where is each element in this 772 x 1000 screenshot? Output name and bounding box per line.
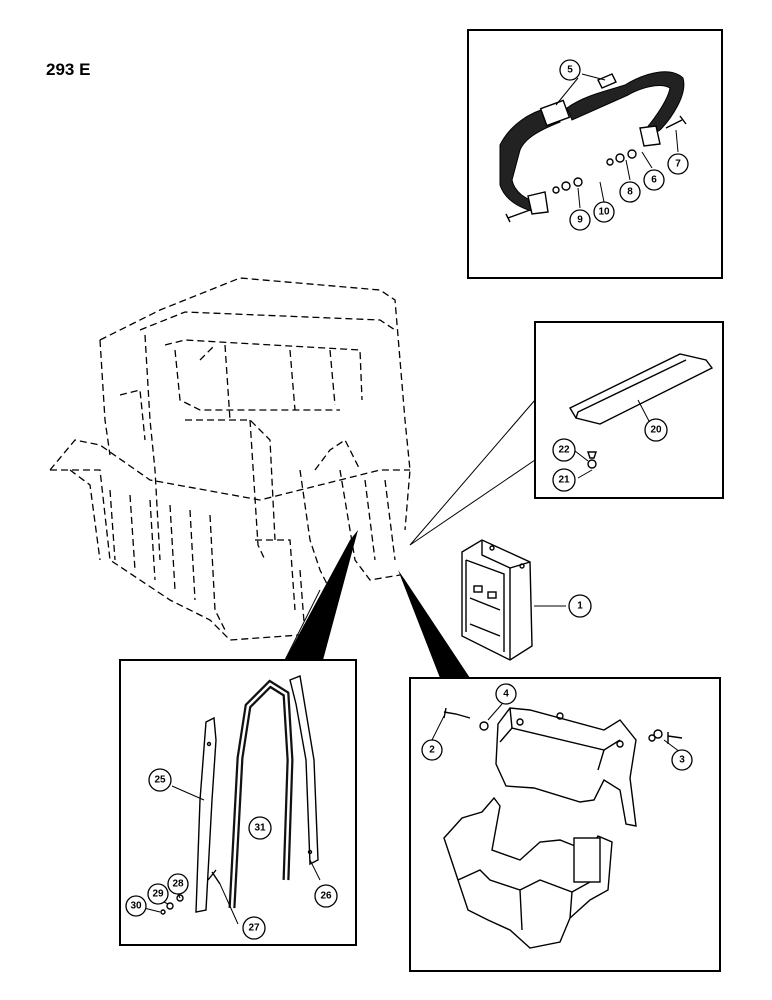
nut-icon	[587, 451, 597, 459]
svg-text:4: 4	[503, 689, 509, 700]
callout-27: 27	[242, 916, 266, 940]
svg-text:29: 29	[152, 889, 164, 900]
svg-text:9: 9	[577, 215, 583, 226]
slot-icon	[487, 591, 497, 599]
svg-text:2: 2	[429, 745, 435, 756]
seat-belt-anchor-plate	[597, 73, 617, 89]
callout-28: 28	[167, 873, 189, 895]
callout-25: 25	[148, 768, 172, 792]
callout-7: 7	[667, 153, 689, 175]
svg-text:25: 25	[154, 775, 166, 786]
svg-text:20: 20	[650, 425, 662, 436]
callout-31: 31	[248, 816, 272, 840]
callout-10: 10	[593, 201, 615, 223]
pointer-wedge-bottom-right	[398, 570, 470, 678]
svg-text:22: 22	[558, 445, 570, 456]
svg-text:26: 26	[320, 891, 332, 902]
svg-text:6: 6	[651, 175, 657, 186]
callout-22: 22	[552, 438, 576, 462]
nut-icon	[166, 902, 174, 910]
svg-text:8: 8	[627, 187, 633, 198]
washer-icon	[176, 894, 184, 902]
frame-block	[573, 837, 601, 883]
nut-icon	[573, 177, 583, 187]
upper-bracket-plate	[495, 707, 637, 827]
svg-text:27: 27	[248, 923, 260, 934]
washer-icon	[552, 186, 560, 194]
washer-icon	[479, 721, 489, 731]
callout-21: 21	[552, 468, 576, 492]
washer-icon	[648, 734, 656, 742]
callout-8: 8	[619, 181, 641, 203]
washer-icon	[160, 909, 166, 915]
svg-text:30: 30	[130, 901, 142, 912]
trim-strip-25	[195, 716, 217, 913]
cab-outline	[49, 277, 411, 641]
callout-26: 26	[314, 884, 338, 908]
seat-belt-bolt-left	[505, 209, 531, 223]
bracket-panel	[409, 677, 721, 972]
callout-3: 3	[671, 749, 693, 771]
svg-text:1: 1	[577, 601, 583, 612]
seat-belt-right-plate	[639, 125, 661, 147]
seat-belt-panel	[467, 29, 723, 279]
svg-text:31: 31	[254, 823, 266, 834]
callout-20: 20	[644, 418, 668, 442]
seat-belt-lower-plate	[527, 191, 549, 215]
callout-6: 6	[643, 169, 665, 191]
callout-1: 1	[568, 594, 592, 618]
page-number: 293 E	[46, 60, 91, 79]
svg-text:10: 10	[598, 207, 610, 218]
screw-icon	[587, 459, 597, 469]
callout-30: 30	[125, 895, 147, 917]
callout-9: 9	[569, 209, 591, 231]
svg-text:3: 3	[679, 755, 685, 766]
nut-icon	[615, 153, 625, 163]
spacer-icon	[627, 149, 637, 159]
seat-belt-bolt-right	[665, 115, 687, 129]
svg-text:5: 5	[567, 65, 573, 76]
screw-icon	[207, 869, 221, 885]
slot-icon	[473, 585, 483, 593]
callout-2: 2	[421, 739, 443, 761]
trim-strip-26	[289, 675, 319, 866]
washer-icon	[561, 181, 571, 191]
seat-belt-buckle	[539, 99, 571, 127]
seat-belt-left-strap	[499, 107, 561, 213]
svg-text:21: 21	[558, 475, 570, 486]
pointer-to-bracket-panel	[409, 399, 536, 546]
callout-4: 4	[495, 683, 517, 705]
callout-29: 29	[147, 883, 169, 905]
svg-text:7: 7	[675, 159, 681, 170]
callout-5: 5	[559, 59, 581, 81]
washer-icon	[606, 158, 614, 166]
pointer-wedge-bottom-left	[285, 530, 358, 660]
svg-text:28: 28	[172, 879, 184, 890]
bolt-icon	[667, 732, 683, 744]
nut-icon	[653, 729, 663, 739]
storage-box	[461, 539, 566, 661]
